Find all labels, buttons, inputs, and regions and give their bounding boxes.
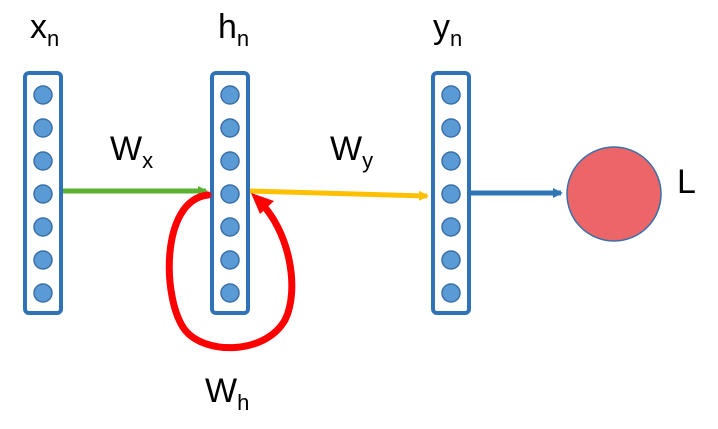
wx-label-sub: x	[142, 148, 153, 173]
input-node	[33, 85, 53, 105]
wy-label: Wy	[330, 130, 373, 173]
h-label-base: h	[218, 8, 237, 46]
x-label-base: x	[30, 8, 47, 46]
hidden-node	[220, 217, 240, 237]
recurrent-loop-arrow	[165, 191, 296, 352]
h-label-sub: n	[237, 26, 249, 51]
input-node	[33, 217, 53, 237]
recurrent-loop-arrowhead	[251, 193, 274, 214]
h-column-label: hn	[218, 8, 249, 51]
hidden-node	[220, 151, 240, 171]
loss-label: L	[677, 163, 696, 201]
hidden-node	[220, 184, 240, 204]
wy-label-sub: y	[362, 148, 373, 173]
output-node	[441, 250, 461, 270]
loss-node	[566, 146, 662, 242]
hidden-node	[220, 250, 240, 270]
output-node	[441, 283, 461, 303]
output-node	[441, 184, 461, 204]
x-label-sub: n	[47, 26, 59, 51]
wy-label-base: W	[330, 130, 362, 168]
output-layer-column	[431, 71, 471, 315]
output-node	[441, 118, 461, 138]
hidden-layer-column	[210, 71, 250, 315]
input-layer-column	[23, 71, 63, 315]
y-label-sub: n	[450, 26, 462, 51]
input-node	[33, 250, 53, 270]
x-column-label: xn	[30, 8, 59, 51]
input-node	[33, 283, 53, 303]
input-node	[33, 118, 53, 138]
wx-label: Wx	[110, 130, 153, 173]
wh-label-sub: h	[237, 390, 249, 415]
wy-arrow	[249, 188, 429, 201]
output-node	[441, 217, 461, 237]
y-column-label: yn	[433, 8, 462, 51]
input-node	[33, 151, 53, 171]
output-node	[441, 85, 461, 105]
hidden-node	[220, 118, 240, 138]
wh-label: Wh	[205, 372, 249, 415]
wh-label-base: W	[205, 372, 237, 410]
output-node	[441, 151, 461, 171]
wx-label-base: W	[110, 130, 142, 168]
hidden-node	[220, 283, 240, 303]
y-label-base: y	[433, 8, 450, 46]
input-node	[33, 184, 53, 204]
hidden-node	[220, 85, 240, 105]
